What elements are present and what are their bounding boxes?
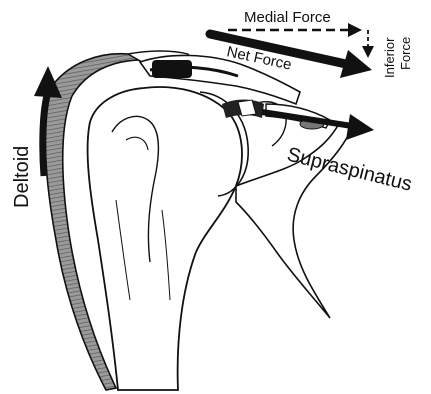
inferior-force-arrow — [362, 30, 374, 58]
medial-force-label: Medial Force — [244, 9, 331, 26]
inferior-force-line1: Inferior — [382, 37, 397, 78]
deltoid-label: Deltoid — [11, 146, 33, 208]
scapula-bone — [236, 102, 352, 318]
inferior-force-line2: Force — [398, 37, 413, 70]
humerus-bone — [88, 87, 249, 390]
